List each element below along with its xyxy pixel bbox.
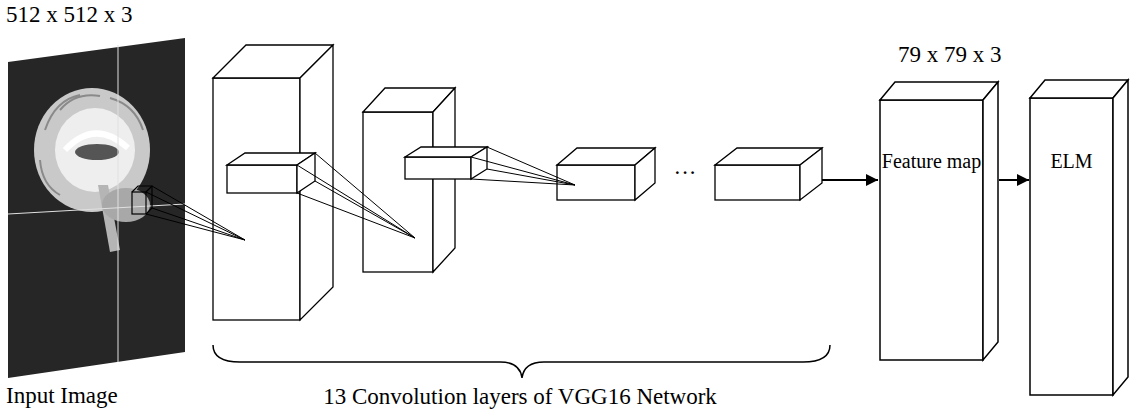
projection-line	[315, 153, 415, 238]
conv-block	[213, 78, 300, 320]
group-caption: 13 Convolution layers of VGG16 Network	[323, 384, 717, 410]
projection-line	[146, 214, 245, 240]
brain-ventricle	[75, 144, 119, 160]
node-label: Feature map	[880, 150, 983, 173]
projection-line	[315, 181, 415, 238]
flow-arrow	[999, 179, 1029, 181]
projection-line	[471, 179, 575, 185]
node-label: ELM	[1030, 150, 1113, 173]
conv-kernel	[227, 165, 297, 193]
projection-line	[487, 147, 575, 185]
cerebellum	[102, 188, 150, 222]
conv-block	[800, 148, 822, 200]
conv-block	[363, 112, 433, 272]
flow-arrow	[822, 179, 878, 181]
receptive-field	[146, 186, 152, 192]
slab-face	[880, 100, 983, 360]
image-panel	[8, 38, 185, 378]
conv-kernel	[297, 153, 315, 193]
brain-gyri	[40, 95, 143, 195]
slab-face	[880, 82, 998, 100]
projection-line	[146, 192, 245, 240]
conv-kernel	[471, 147, 487, 179]
slab-outline	[1030, 80, 1130, 397]
brain-white-matter	[55, 108, 135, 192]
slab-face	[1030, 98, 1113, 395]
receptive-field	[132, 192, 146, 214]
corpus-callosum	[65, 133, 128, 150]
slab-outline	[880, 82, 1000, 362]
projection-line	[297, 193, 415, 238]
slab-face	[1030, 80, 1128, 98]
input-image: 512 x 512 x 3 Input Image	[0, 0, 200, 414]
conv-block	[433, 88, 455, 272]
conv-block	[715, 165, 800, 200]
crosshair-line	[8, 204, 185, 214]
projection-line	[471, 157, 575, 185]
elm-slab: ELM	[1030, 80, 1128, 395]
slab-face	[983, 82, 998, 360]
conv-kernel	[405, 157, 471, 179]
curly-bracket	[213, 345, 830, 378]
projection-line	[152, 208, 245, 240]
slab-face	[1113, 80, 1128, 395]
node-label: Input Image	[6, 383, 118, 409]
projection-line	[152, 186, 245, 240]
crosshair-line	[118, 45, 119, 362]
receptive-field	[132, 186, 152, 214]
dimension-label: 79 x 79 x 3	[898, 42, 1002, 68]
projection-line	[297, 165, 415, 238]
dimension-label: 512 x 512 x 3	[6, 2, 133, 28]
conv-block	[635, 148, 655, 200]
ellipsis: ···	[674, 160, 697, 186]
feature-map-slab: 79 x 79 x 3Feature map	[880, 82, 998, 360]
